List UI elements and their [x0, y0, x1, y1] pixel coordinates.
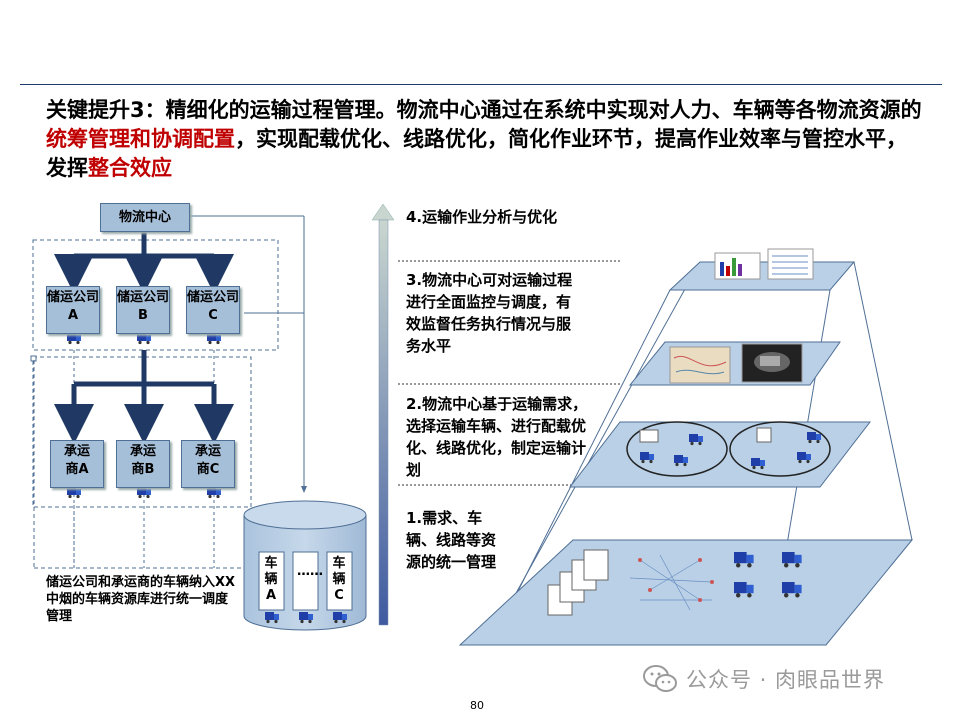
step-3-text: 3.物流中心可对运输过程进行全面监控与调度，有效监督任务执行情况与服务水平 [406, 271, 573, 355]
headline-part1: 关键提升3：精细化的运输过程管理。物流中心通过在系统中实现对人力、车辆等各物流资… [46, 98, 922, 122]
center-to-database-line [190, 215, 307, 493]
carrier-c-box: 承运商C [181, 440, 235, 488]
storage-company-a-box: 储运公司A [46, 286, 100, 334]
vehicle-slot-ellipsis: …… [297, 564, 323, 579]
vehicle-database-cylinder [243, 500, 367, 631]
logistics-center-label: 物流中心 [118, 210, 171, 225]
wechat-icon [643, 665, 677, 692]
carrier-b-box: 承运商B [116, 440, 170, 488]
vehicle-slot-a: 车辆A [264, 556, 278, 603]
pyramid-layer-3 [628, 341, 841, 386]
tree-connectors [54, 231, 234, 444]
carrier-label: 承运商A [63, 444, 90, 477]
watermark: 公众号 · 肉眼品世界 [642, 664, 885, 694]
top-rule [20, 84, 942, 85]
storage-company-label: 储运公司C [187, 290, 240, 323]
watermark-text: 公众号 · 肉眼品世界 [686, 668, 886, 692]
carrier-a-box: 承运商A [50, 440, 104, 488]
step-1-text: 1.需求、车辆、线路等资源的统一管理 [406, 509, 497, 571]
logistics-center-box: 物流中心 [100, 203, 190, 232]
storage-company-c-box: 储运公司C [186, 286, 240, 334]
headline: 关键提升3：精细化的运输过程管理。物流中心通过在系统中实现对人力、车辆等各物流资… [46, 96, 926, 183]
pyramid-layer-4 [668, 248, 856, 291]
carrier-label: 承运商B [129, 444, 156, 477]
vehicle-slot-c: 车辆C [332, 556, 346, 603]
step-4-text: 4.运输作业分析与优化 [406, 208, 558, 226]
progress-arrow [371, 203, 395, 626]
carrier-label: 承运商C [194, 444, 221, 477]
headline-highlight-2: 整合效应 [88, 156, 172, 180]
step-2-text: 2.物流中心基于运输需求，选择运输车辆、进行配载优化、线路优化，制定运输计划 [406, 395, 588, 479]
step-dividers [398, 260, 622, 486]
pyramid-layer-1 [458, 539, 914, 646]
storage-company-label: 储运公司B [117, 290, 170, 323]
pyramid-layer-2 [568, 421, 872, 488]
storage-company-b-box: 储运公司B [116, 286, 170, 334]
vehicle-pool-note: 储运公司和承运商的车辆纳入XX中烟的车辆资源库进行统一调度管理 [46, 575, 236, 624]
headline-highlight-1: 统筹管理和协调配置 [46, 127, 235, 151]
page-number: 80 [470, 699, 484, 712]
headline-part2: ，实现配载优化、线路优化，简化作业环节，提高作业效率与管控水平，发挥 [46, 127, 907, 180]
storage-company-label: 储运公司A [47, 290, 100, 323]
